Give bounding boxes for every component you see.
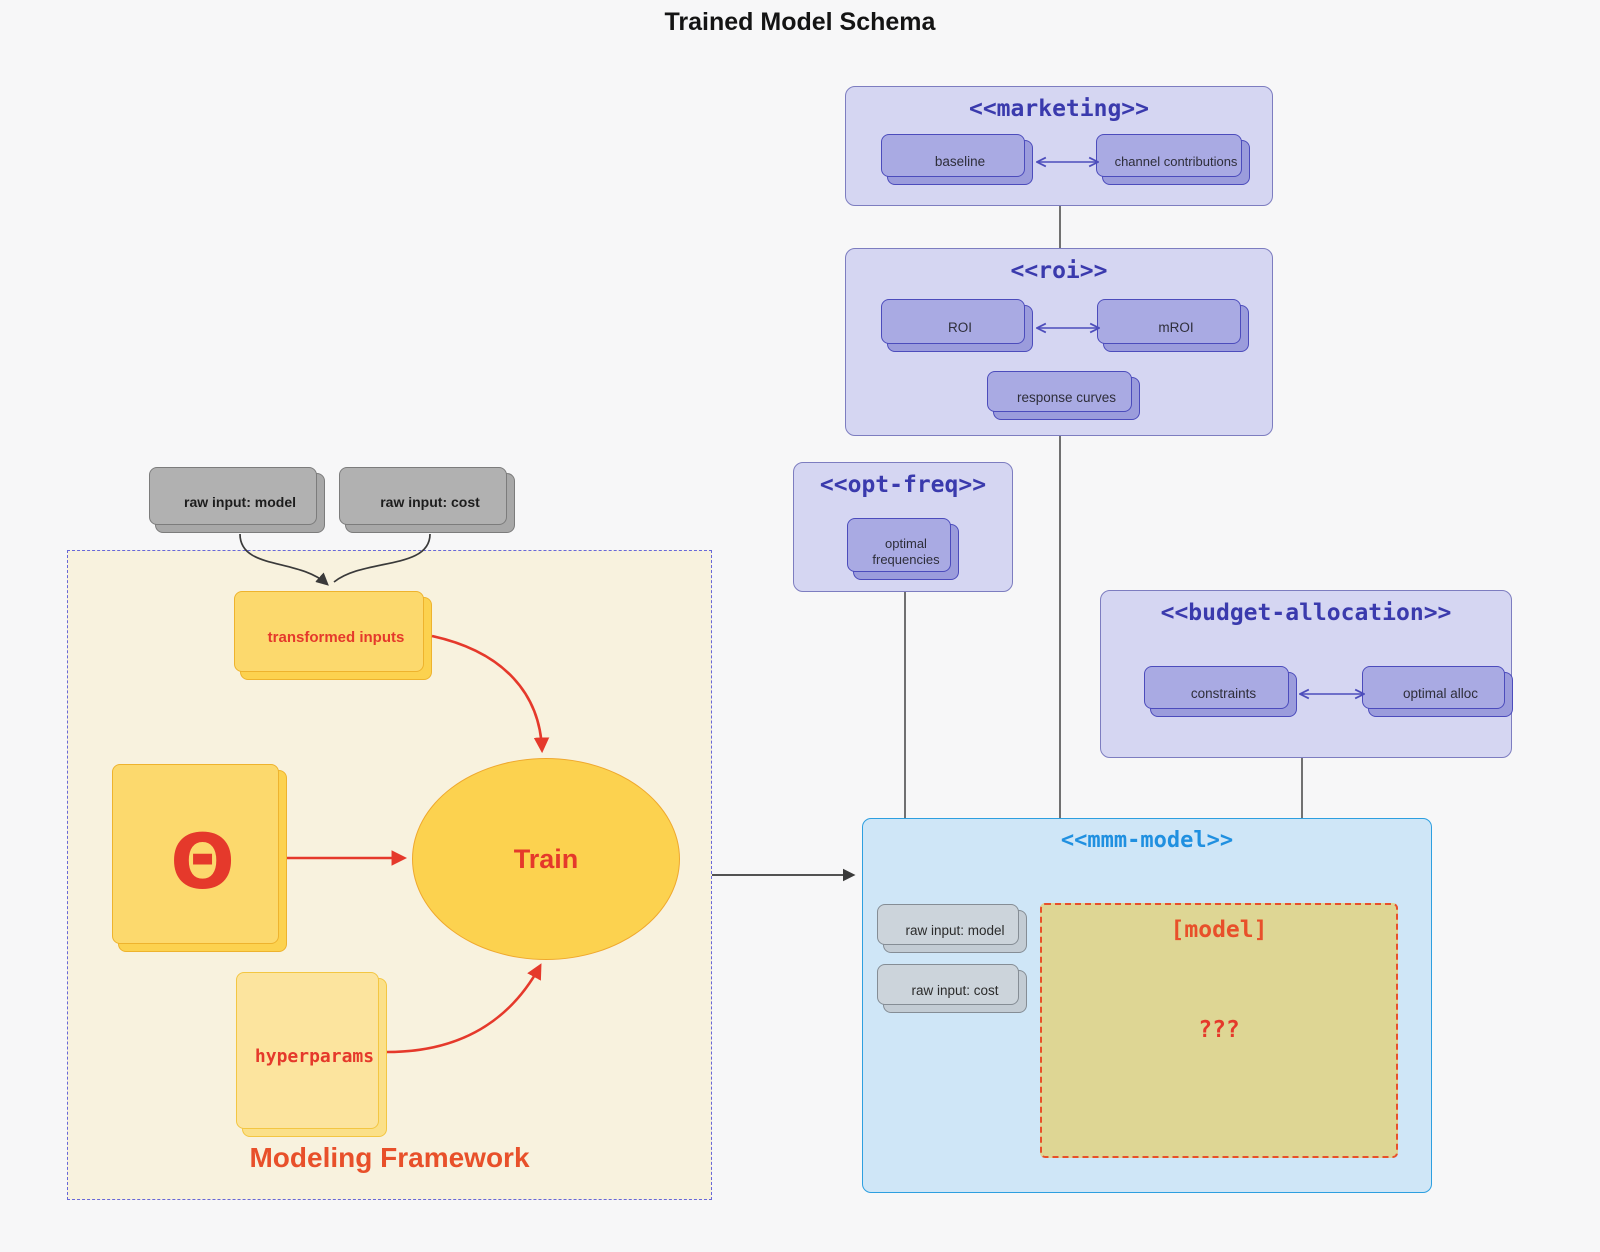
node-transformed-inputs: transformed inputs [234, 591, 432, 680]
node-baseline: baseline [881, 134, 1033, 185]
opt-freq-title: <<opt-freq>> [819, 472, 987, 498]
model-placeholder-title: [model] [1170, 917, 1268, 943]
node-optimal-alloc: optimal alloc [1362, 666, 1513, 717]
mmm-model-title: <<mmm-model>> [1060, 828, 1234, 853]
budget-allocation-title: <<budget-allocation>> [1160, 600, 1452, 626]
node-hyperparams: hyperparams [236, 972, 387, 1137]
page-title: Trained Model Schema [664, 8, 936, 36]
theta-glyph: Θ [170, 816, 235, 906]
roi-title: <<roi>> [1010, 258, 1108, 284]
modeling-framework-label: Modeling Framework [249, 1142, 530, 1173]
node-mmm-raw-input-model: raw input: model [877, 904, 1027, 953]
node-response-curves: response curves [987, 371, 1140, 420]
node-roi: ROI [881, 299, 1033, 352]
node-channel-contributions: channel contributions [1096, 134, 1250, 185]
node-mmm-raw-input-cost: raw input: cost [877, 964, 1027, 1013]
marketing-title: <<marketing>> [968, 96, 1149, 122]
node-optimal-frequencies: optimal frequencies [847, 518, 959, 580]
node-constraints: constraints [1144, 666, 1297, 717]
node-raw-input-cost: raw input: cost [339, 467, 515, 533]
train-label: Train [513, 843, 579, 874]
node-mroi: mROI [1097, 299, 1249, 352]
node-raw-input-model: raw input: model [149, 467, 325, 533]
node-theta: Θ [112, 764, 287, 952]
node-model-placeholder: [model] ??? [1040, 903, 1398, 1158]
node-train: Train [412, 758, 680, 960]
model-placeholder-unknown: ??? [1198, 1017, 1240, 1043]
